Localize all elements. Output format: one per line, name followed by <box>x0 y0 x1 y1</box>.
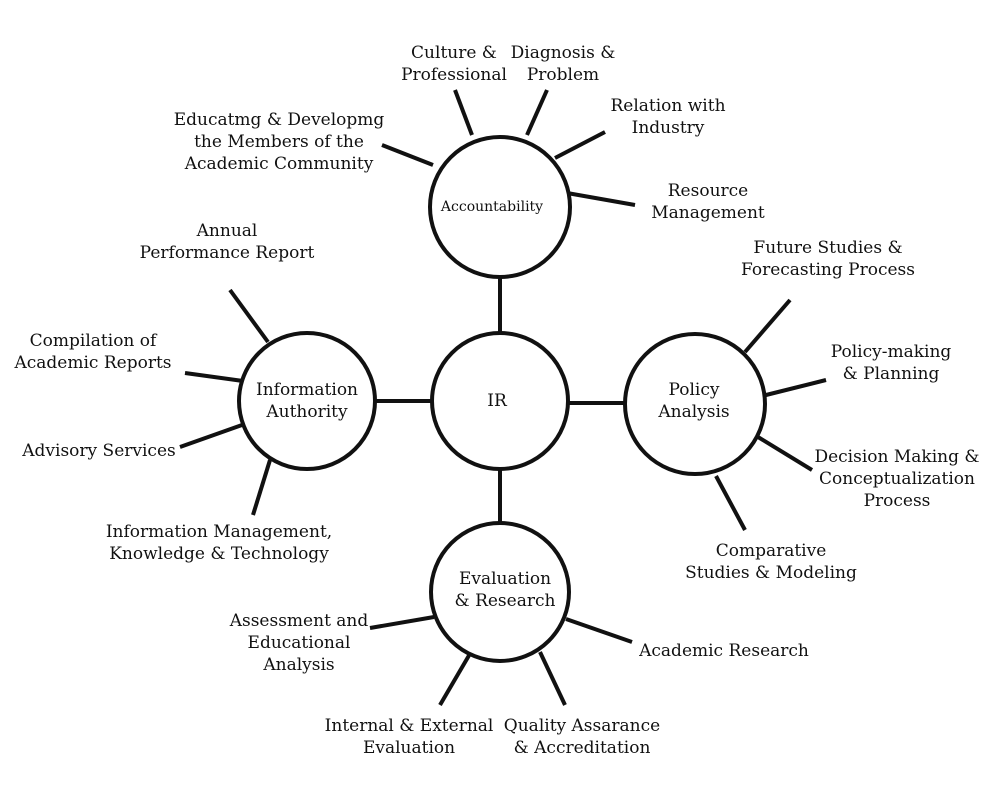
label-future-line: Forecasting Process <box>741 260 915 280</box>
node-label-center-ir: IR <box>487 391 508 411</box>
spoke-line-annual <box>228 288 270 344</box>
label-internal-line: Evaluation <box>363 738 455 758</box>
label-assessment-line: Educational <box>248 633 351 653</box>
label-resource-line: Management <box>651 203 765 223</box>
label-resource-line: Resource <box>668 181 748 201</box>
label-decision-line: Conceptualization <box>819 469 975 489</box>
spoke-line-quality <box>538 651 567 706</box>
node-center-ir <box>430 331 570 471</box>
label-comparative-line: Comparative <box>716 541 827 561</box>
label-culture-line: Culture & <box>411 43 497 63</box>
label-policy-making-line: Policy-making <box>831 342 952 362</box>
node-label-evaluation-research-line: & Research <box>455 591 556 611</box>
label-quality-line: Quality Assarance <box>504 716 660 736</box>
label-decision-line: Process <box>864 491 931 511</box>
spoke-line-info-mgmt <box>251 459 272 516</box>
spoke-line-educating <box>381 143 434 167</box>
label-annual-line: Annual <box>196 221 258 241</box>
label-compilation-line: Academic Reports <box>13 353 171 373</box>
label-relation-line: Industry <box>632 118 705 138</box>
label-culture: Culture &Professional <box>401 43 507 85</box>
node-label-information-authority-line: Authority <box>265 402 348 422</box>
spoke-line-internal <box>438 650 473 707</box>
label-compilation-line: Compilation of <box>30 331 158 351</box>
label-comparative-line: Studies & Modeling <box>685 563 857 583</box>
node-accountability <box>428 135 572 279</box>
label-diagnosis-line: Problem <box>527 65 599 85</box>
spoke-line-academic-research <box>565 617 633 644</box>
label-decision-line: Decision Making & <box>814 447 979 467</box>
spoke-line-comparative <box>714 475 747 531</box>
spoke-line-resource <box>566 191 636 207</box>
spoke-line-compilation <box>184 371 244 383</box>
spoke-line-diagnosis <box>525 89 549 136</box>
node-label-policy-analysis-line: Policy <box>669 380 720 400</box>
label-info-mgmt: Information Management,Knowledge & Techn… <box>106 522 332 564</box>
spoke-line-decision <box>756 435 814 472</box>
node-label-policy-analysis-line: Analysis <box>657 402 729 422</box>
label-educating-line: the Members of the <box>194 132 364 152</box>
label-info-mgmt-line: Knowledge & Technology <box>109 544 329 564</box>
spoke-line-future <box>743 298 792 354</box>
node-label-evaluation-research: Evaluation& Research <box>455 569 556 611</box>
label-policy-making: Policy-making& Planning <box>831 342 952 384</box>
spoke-lines <box>179 89 827 707</box>
node-label-accountability-line: Accountability <box>440 199 543 215</box>
label-info-mgmt-line: Information Management, <box>106 522 332 542</box>
label-annual-line: Performance Report <box>140 243 315 263</box>
label-diagnosis: Diagnosis &Problem <box>511 43 616 85</box>
label-assessment-line: Assessment and <box>229 611 369 631</box>
label-relation-line: Relation with <box>610 96 725 116</box>
spoke-labels: Culture &Professional Diagnosis &Problem… <box>13 43 979 758</box>
spoke-line-culture <box>453 89 474 136</box>
label-policy-making-line: & Planning <box>843 364 940 384</box>
node-label-center-ir-line: IR <box>487 391 508 411</box>
label-future: Future Studies &Forecasting Process <box>741 238 915 280</box>
label-culture-line: Professional <box>401 65 507 85</box>
label-future-line: Future Studies & <box>753 238 902 258</box>
node-label-information-authority-line: Information <box>256 380 358 400</box>
label-academic-research-line: Academic Research <box>638 641 809 661</box>
nodes <box>237 135 767 663</box>
label-academic-research: Academic Research <box>638 641 809 661</box>
node-policy-analysis <box>623 332 767 476</box>
spoke-line-assessment <box>369 615 435 630</box>
node-label-accountability: Accountability <box>440 199 543 215</box>
spoke-line-advisory <box>179 423 243 449</box>
label-advisory: Advisory Services <box>21 441 175 461</box>
label-quality: Quality Assarance& Accreditation <box>504 716 660 758</box>
node-information-authority <box>237 331 377 471</box>
label-educating-line: Academic Community <box>184 154 374 174</box>
label-advisory-line: Advisory Services <box>21 441 175 461</box>
node-evaluation-research <box>429 521 571 663</box>
label-educating-line: Educatmg & Developmg <box>174 110 385 130</box>
hub-connectors <box>375 277 626 523</box>
label-internal-line: Internal & External <box>325 716 494 736</box>
node-label-evaluation-research-line: Evaluation <box>459 569 551 589</box>
label-assessment-line: Analysis <box>262 655 334 675</box>
spoke-line-relation <box>554 130 606 160</box>
spoke-line-policy-making <box>765 378 827 397</box>
label-diagnosis-line: Diagnosis & <box>511 43 616 63</box>
label-quality-line: & Accreditation <box>514 738 651 758</box>
